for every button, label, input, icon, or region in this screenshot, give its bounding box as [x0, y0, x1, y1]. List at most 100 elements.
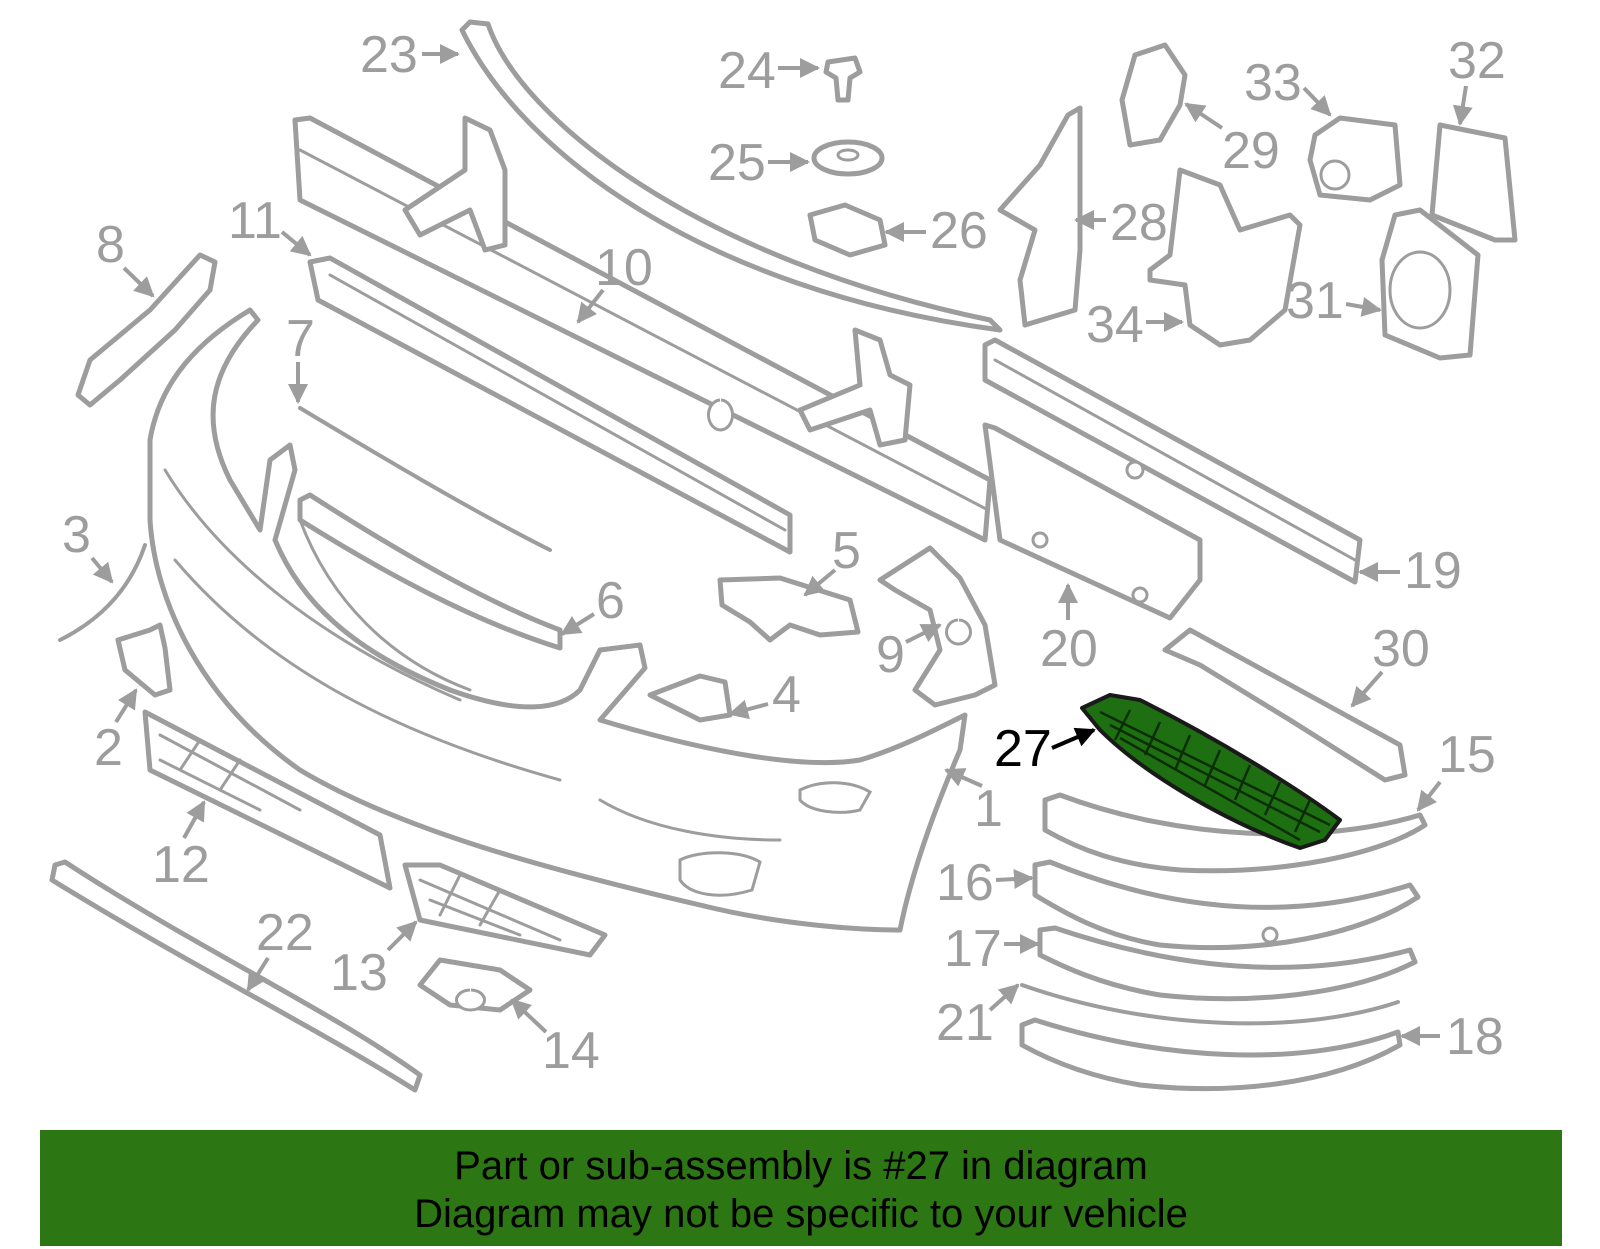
- parts-diagram: 23 24 25 26 11 10 8 7: [49, 19, 1518, 1093]
- part-22-lower-molding: [49, 859, 423, 1093]
- part-19-impact-strip: [982, 337, 1363, 585]
- callout-7: 7: [286, 310, 315, 404]
- callout-10: 10: [576, 239, 653, 324]
- label-19: 19: [1404, 542, 1462, 600]
- label-12: 12: [152, 836, 210, 894]
- label-27: 27: [994, 720, 1052, 778]
- part-28-bracket: [997, 105, 1083, 328]
- callout-31: 31: [1286, 272, 1382, 330]
- label-9: 9: [876, 626, 905, 684]
- part-5-bracket: [717, 575, 861, 643]
- part-11-energy-absorber: [307, 255, 793, 555]
- label-3: 3: [62, 506, 91, 564]
- callout-16: 16: [936, 854, 1034, 912]
- callout-29: 29: [1184, 102, 1280, 180]
- part-20-license-bracket: [982, 422, 1203, 621]
- callout-20: 20: [1040, 583, 1098, 678]
- label-16: 16: [936, 854, 994, 912]
- part-21-trim: [1020, 983, 1400, 1026]
- part-2-bracket: [115, 622, 173, 698]
- label-15: 15: [1438, 726, 1496, 784]
- callout-32: 32: [1448, 32, 1506, 126]
- part-29-bracket: [1119, 42, 1188, 148]
- label-1: 1: [974, 780, 1003, 838]
- banner-line-1: Part or sub-assembly is #27 in diagram: [454, 1144, 1148, 1188]
- label-2: 2: [94, 719, 123, 777]
- callout-14: 14: [510, 998, 600, 1080]
- label-14: 14: [542, 1022, 600, 1080]
- callout-15: 15: [1416, 726, 1496, 812]
- callout-27: 27: [994, 720, 1096, 778]
- callout-19: 19: [1358, 542, 1462, 600]
- label-23: 23: [360, 26, 418, 84]
- callout-28: 28: [1074, 194, 1168, 252]
- part-32-cover: [1429, 122, 1518, 243]
- callout-1: 1: [944, 768, 1003, 838]
- label-13: 13: [330, 944, 388, 1002]
- label-11: 11: [228, 192, 282, 250]
- part-33-sensor: [1307, 115, 1403, 203]
- label-7: 7: [286, 310, 315, 368]
- callout-22: 22: [246, 904, 314, 992]
- part-1-bumper-cover: [147, 307, 968, 933]
- label-30: 30: [1372, 620, 1430, 678]
- label-31: 31: [1286, 272, 1344, 330]
- part-7-trim-strip: [298, 406, 552, 552]
- label-24: 24: [718, 42, 776, 100]
- label-17: 17: [944, 920, 1002, 978]
- label-10: 10: [595, 239, 653, 297]
- label-22: 22: [256, 904, 314, 962]
- label-18: 18: [1446, 1008, 1504, 1066]
- part-8-bracket: [75, 252, 218, 408]
- callout-12: 12: [152, 800, 210, 894]
- label-25: 25: [708, 134, 766, 192]
- callout-2: 2: [94, 688, 138, 777]
- part-23-upper-trim: [459, 19, 1003, 333]
- label-32: 32: [1448, 32, 1506, 90]
- label-26: 26: [930, 202, 988, 260]
- callouts: 23 24 25 26 11 10 8 7: [62, 26, 1506, 1080]
- part-13-side-grille: [402, 862, 608, 958]
- callout-34: 34: [1086, 296, 1184, 354]
- banner-line-2: Diagram may not be specific to your vehi…: [414, 1192, 1188, 1236]
- part-16-molding: [1032, 859, 1421, 951]
- callout-11: 11: [228, 192, 312, 257]
- label-33: 33: [1244, 54, 1302, 112]
- label-4: 4: [772, 666, 801, 724]
- part-10-reinforcement-bar: [292, 115, 993, 543]
- callout-23: 23: [360, 26, 460, 84]
- info-banner: Part or sub-assembly is #27 in diagram D…: [40, 1130, 1562, 1246]
- part-26-clip: [807, 202, 888, 258]
- label-5: 5: [832, 522, 861, 580]
- part-4-tow-cover: [647, 673, 733, 723]
- label-6: 6: [596, 572, 625, 630]
- part-30-lower-bracket: [1162, 627, 1408, 783]
- part-31-radar: [1379, 207, 1481, 361]
- part-17-molding: [1037, 925, 1418, 1002]
- callout-24: 24: [718, 42, 820, 100]
- callout-30: 30: [1350, 620, 1430, 708]
- part-15-lower-trim: [1042, 792, 1428, 874]
- callout-3: 3: [62, 506, 114, 584]
- callout-26: 26: [884, 202, 988, 260]
- callout-17: 17: [944, 920, 1040, 978]
- part-14-fog-bezel: [417, 957, 533, 1013]
- label-20: 20: [1040, 620, 1098, 678]
- part-18-molding: [1019, 1017, 1403, 1092]
- callout-8: 8: [96, 216, 155, 298]
- callout-6: 6: [560, 572, 625, 636]
- label-21: 21: [936, 994, 994, 1052]
- part-6-grille-frame: [297, 492, 563, 651]
- part-3-wire: [58, 543, 147, 642]
- callout-5: 5: [803, 522, 861, 597]
- label-28: 28: [1110, 194, 1168, 252]
- callout-9: 9: [876, 623, 942, 684]
- part-34-sensor-bracket: [1147, 167, 1303, 348]
- part-12-lower-grille: [142, 709, 393, 891]
- part-25-washer: [811, 139, 885, 177]
- label-8: 8: [96, 216, 125, 274]
- callout-33: 33: [1244, 54, 1332, 117]
- callout-21: 21: [936, 983, 1020, 1052]
- part-27-highlighted-grille: [1080, 693, 1342, 850]
- label-34: 34: [1086, 296, 1144, 354]
